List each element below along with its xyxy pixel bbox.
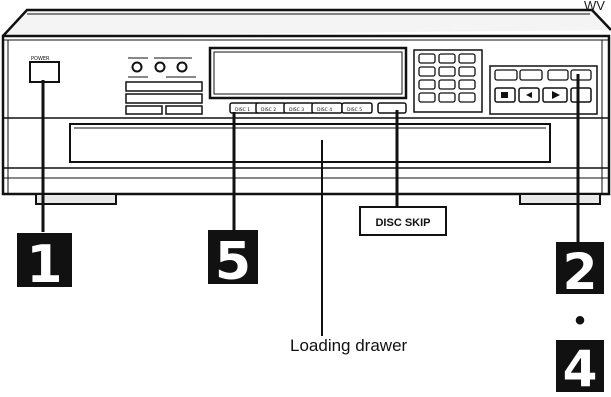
disc-5-label: DISC 5 [347, 107, 362, 113]
mode-button-wide-2 [125, 93, 203, 104]
power-button [29, 61, 60, 83]
step-range-bullet: • [575, 304, 586, 337]
disc-2-label: DISC 2 [261, 107, 276, 113]
disc-4-label: DISC 4 [317, 107, 332, 113]
step-5-label: 5 [215, 232, 251, 292]
left-foot [35, 193, 117, 205]
pause-button [547, 69, 569, 81]
display-inner [213, 51, 403, 95]
disc-5-button [341, 102, 373, 114]
display-window [208, 46, 408, 100]
numeric-keypad [413, 49, 483, 113]
mode-knobs [125, 57, 203, 115]
cd-player: POWER [1, 8, 611, 205]
skip-fwd-button [519, 69, 543, 81]
step-2-label: 2 [563, 243, 598, 301]
loading-drawer [69, 123, 551, 163]
disc-skip-callout: DISC SKIP [359, 206, 447, 236]
top-lid [2, 8, 611, 37]
power-button-group: POWER [29, 56, 60, 83]
power-label: POWER [31, 56, 50, 62]
disc-skip-button [377, 102, 407, 114]
disc-skip-callout-label: DISC SKIP [375, 217, 430, 229]
rewind-icon [526, 92, 532, 98]
mode-button-a [125, 105, 163, 115]
forward-button [570, 87, 592, 103]
mode-button-wide [125, 81, 203, 92]
disc-1-label: DISC 1 [235, 107, 250, 113]
step-badge-5: 5 [208, 230, 258, 292]
step-badge-1: 1 [17, 233, 72, 295]
right-foot [519, 193, 601, 205]
knob-right [176, 61, 188, 73]
transport-controls [489, 65, 598, 115]
step-4-label: 4 [563, 340, 598, 397]
disc-select-row: DISC 1 DISC 2 DISC 3 DISC 4 DISC 5 [229, 102, 407, 114]
play-icon [552, 91, 560, 99]
open-close-button [570, 69, 592, 81]
mode-button-b [165, 105, 203, 115]
step-badge-2: 2 [556, 242, 604, 301]
leader-lines [41, 74, 580, 336]
loading-drawer-caption: Loading drawer [290, 336, 408, 355]
stop-icon [501, 92, 508, 98]
disc-3-label: DISC 3 [289, 107, 304, 113]
step-1-label: 1 [26, 235, 62, 295]
knob-left [131, 61, 143, 73]
skip-back-button [494, 69, 518, 81]
knob-center [154, 61, 166, 73]
step-badge-4: 4 [556, 340, 604, 397]
